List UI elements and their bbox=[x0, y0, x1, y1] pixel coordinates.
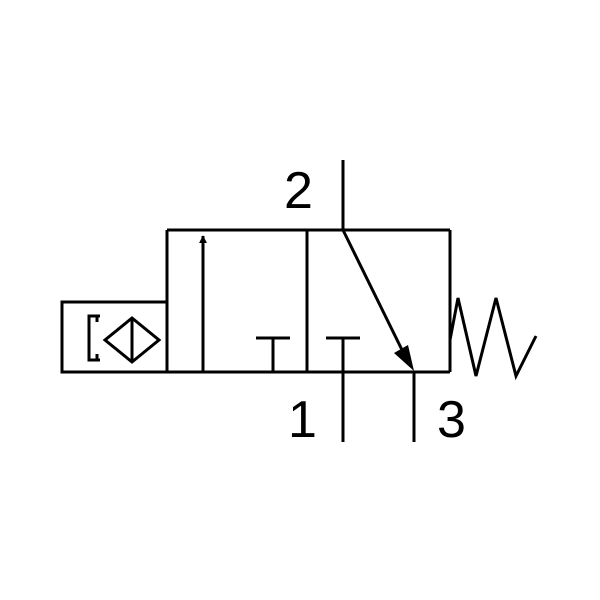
solenoid-actuator bbox=[60, 300, 169, 374]
solenoid-housing bbox=[60, 300, 169, 374]
left-valve-position bbox=[199, 235, 290, 372]
flow-arrow-diagonal-shaft bbox=[341, 229, 407, 357]
port-label-2: 2 bbox=[284, 162, 313, 220]
port-label-3: 3 bbox=[437, 391, 466, 449]
port-label-1: 1 bbox=[288, 391, 317, 449]
right-valve-position bbox=[326, 229, 414, 372]
return-spring bbox=[448, 297, 538, 381]
valve-body bbox=[165, 228, 452, 374]
flow-arrow-diagonal-head bbox=[394, 345, 414, 371]
coil-bracket bbox=[87, 314, 100, 362]
port-lines bbox=[341, 160, 416, 442]
